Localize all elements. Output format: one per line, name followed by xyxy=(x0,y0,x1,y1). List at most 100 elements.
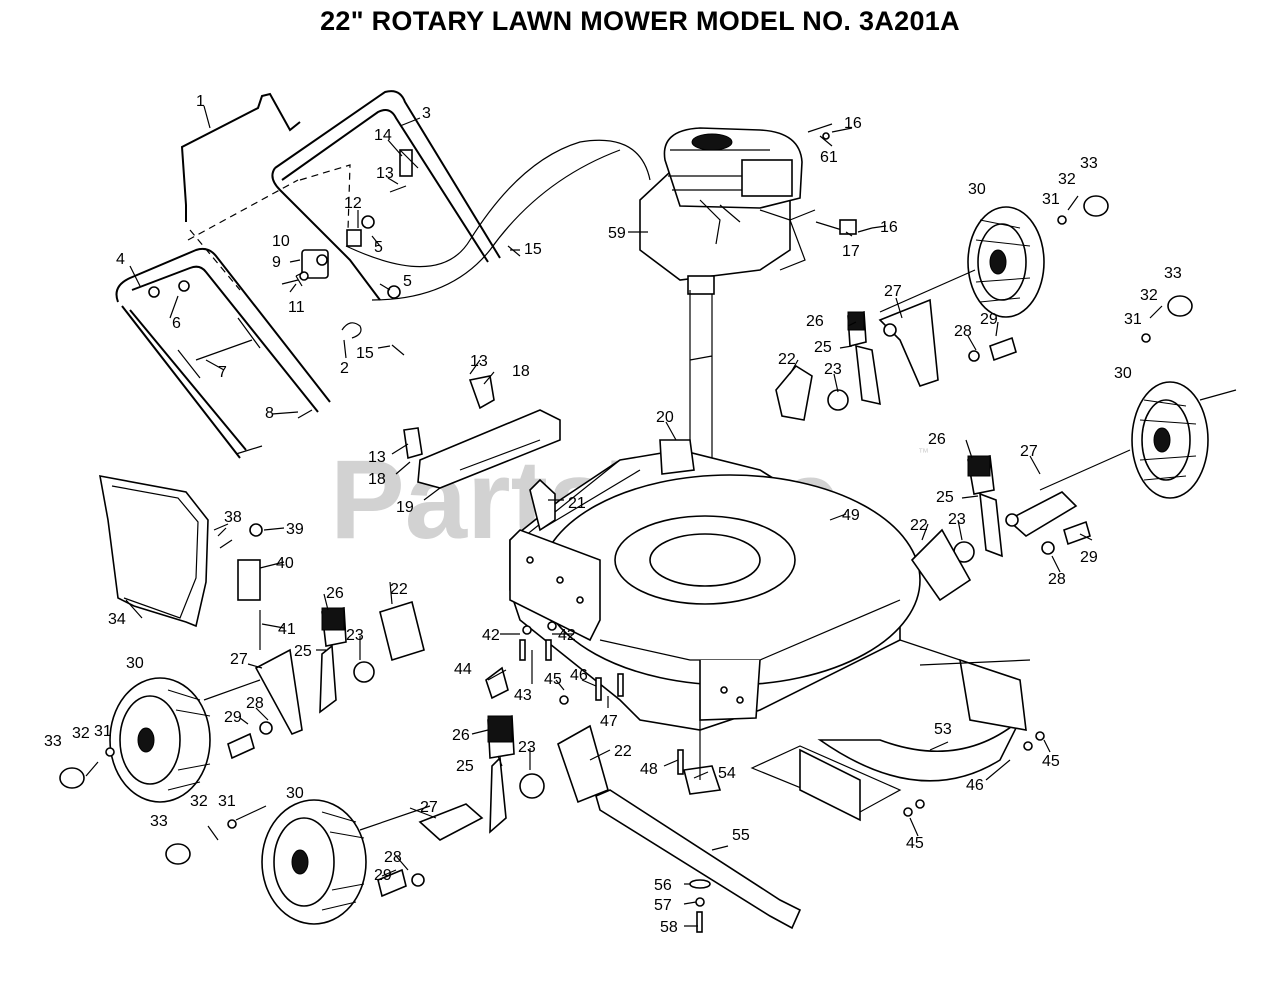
callout-10: 10 xyxy=(272,233,290,250)
callout-42: 42 xyxy=(482,627,500,644)
callout-23: 23 xyxy=(824,361,842,378)
callout-42: 42 xyxy=(558,627,576,644)
callout-18: 18 xyxy=(512,363,530,380)
callout-27: 27 xyxy=(884,283,902,300)
callout-33: 33 xyxy=(1164,265,1182,282)
callout-19: 19 xyxy=(396,499,414,516)
callout-28: 28 xyxy=(384,849,402,866)
callout-31: 31 xyxy=(218,793,236,810)
callout-32: 32 xyxy=(1140,287,1158,304)
callout-22: 22 xyxy=(390,581,408,598)
callout-27: 27 xyxy=(420,799,438,816)
callout-8: 8 xyxy=(265,405,274,422)
callout-54: 54 xyxy=(718,765,736,782)
callout-22: 22 xyxy=(778,351,796,368)
callout-48: 48 xyxy=(640,761,658,778)
callout-31: 31 xyxy=(1124,311,1142,328)
diagram-title: 22" ROTARY LAWN MOWER MODEL NO. 3A201A xyxy=(320,6,960,36)
callout-28: 28 xyxy=(246,695,264,712)
callout-26: 26 xyxy=(452,727,470,744)
callout-5: 5 xyxy=(374,239,383,256)
callout-29: 29 xyxy=(374,867,392,884)
callout-34: 34 xyxy=(108,611,126,628)
callout-55: 55 xyxy=(732,827,750,844)
callout-29: 29 xyxy=(980,311,998,328)
callout-53: 53 xyxy=(934,721,952,738)
callout-58: 58 xyxy=(660,919,678,936)
callout-15: 15 xyxy=(356,345,374,362)
callout-7: 7 xyxy=(218,364,227,381)
callout-45: 45 xyxy=(1042,753,1060,770)
callout-26: 26 xyxy=(326,585,344,602)
callout-49: 49 xyxy=(842,507,860,524)
callout-29: 29 xyxy=(1080,549,1098,566)
callout-56: 56 xyxy=(654,877,672,894)
callout-57: 57 xyxy=(654,897,672,914)
callout-33: 33 xyxy=(44,733,62,750)
callout-17: 17 xyxy=(842,243,860,260)
watermark-trademark: ™ xyxy=(918,447,929,459)
callout-16: 16 xyxy=(880,219,898,236)
callout-40: 40 xyxy=(276,555,294,572)
callout-25: 25 xyxy=(456,758,474,775)
callout-45: 45 xyxy=(544,671,562,688)
callout-45: 45 xyxy=(906,835,924,852)
callout-32: 32 xyxy=(72,725,90,742)
callout-26: 26 xyxy=(806,313,824,330)
callout-47: 47 xyxy=(600,713,618,730)
callout-21: 21 xyxy=(568,495,586,512)
callout-30: 30 xyxy=(286,785,304,802)
callout-30: 30 xyxy=(968,181,986,198)
callout-28: 28 xyxy=(954,323,972,340)
callout-9: 9 xyxy=(272,254,281,271)
handle-assembly xyxy=(115,90,651,459)
callout-6: 6 xyxy=(172,315,181,332)
callout-5: 5 xyxy=(403,273,412,290)
engine-assembly xyxy=(639,123,873,540)
wheels xyxy=(59,195,1237,925)
callout-1: 1 xyxy=(196,93,205,110)
callout-13: 13 xyxy=(470,353,488,370)
callout-32: 32 xyxy=(190,793,208,810)
part-callouts: 1 2 3 4 5 5 6 7 8 9 10 11 12 13 13 13 14… xyxy=(44,93,1182,936)
callout-28: 28 xyxy=(1048,571,1066,588)
callout-23: 23 xyxy=(518,739,536,756)
callout-38: 38 xyxy=(224,509,242,526)
callout-14: 14 xyxy=(374,127,392,144)
callout-39: 39 xyxy=(286,521,304,538)
callout-25: 25 xyxy=(814,339,832,356)
callout-46: 46 xyxy=(570,667,588,684)
callout-22: 22 xyxy=(614,743,632,760)
mower-deck xyxy=(99,375,1031,933)
callout-15: 15 xyxy=(524,241,542,258)
height-adjusters xyxy=(254,298,1078,841)
leader-lines xyxy=(125,105,1093,927)
callout-46: 46 xyxy=(966,777,984,794)
callout-11: 11 xyxy=(288,299,305,316)
callout-20: 20 xyxy=(656,409,674,426)
callout-18: 18 xyxy=(368,471,386,488)
callout-12: 12 xyxy=(344,195,362,212)
callout-13: 13 xyxy=(368,449,386,466)
callout-23: 23 xyxy=(346,627,364,644)
callout-27: 27 xyxy=(1020,443,1038,460)
callout-25: 25 xyxy=(294,643,312,660)
callout-29: 29 xyxy=(224,709,242,726)
callout-27: 27 xyxy=(230,651,248,668)
callout-30: 30 xyxy=(126,655,144,672)
callout-25: 25 xyxy=(936,489,954,506)
callout-44: 44 xyxy=(454,661,472,678)
callout-59: 59 xyxy=(608,225,626,242)
callout-13: 13 xyxy=(376,165,394,182)
callout-26: 26 xyxy=(928,431,946,448)
callout-32: 32 xyxy=(1058,171,1076,188)
callout-33: 33 xyxy=(150,813,168,830)
callout-31: 31 xyxy=(1042,191,1060,208)
callout-16: 16 xyxy=(844,115,862,132)
callout-61: 61 xyxy=(820,149,838,166)
callout-4: 4 xyxy=(116,251,125,268)
callout-33: 33 xyxy=(1080,155,1098,172)
callout-43: 43 xyxy=(514,687,532,704)
callout-30: 30 xyxy=(1114,365,1132,382)
